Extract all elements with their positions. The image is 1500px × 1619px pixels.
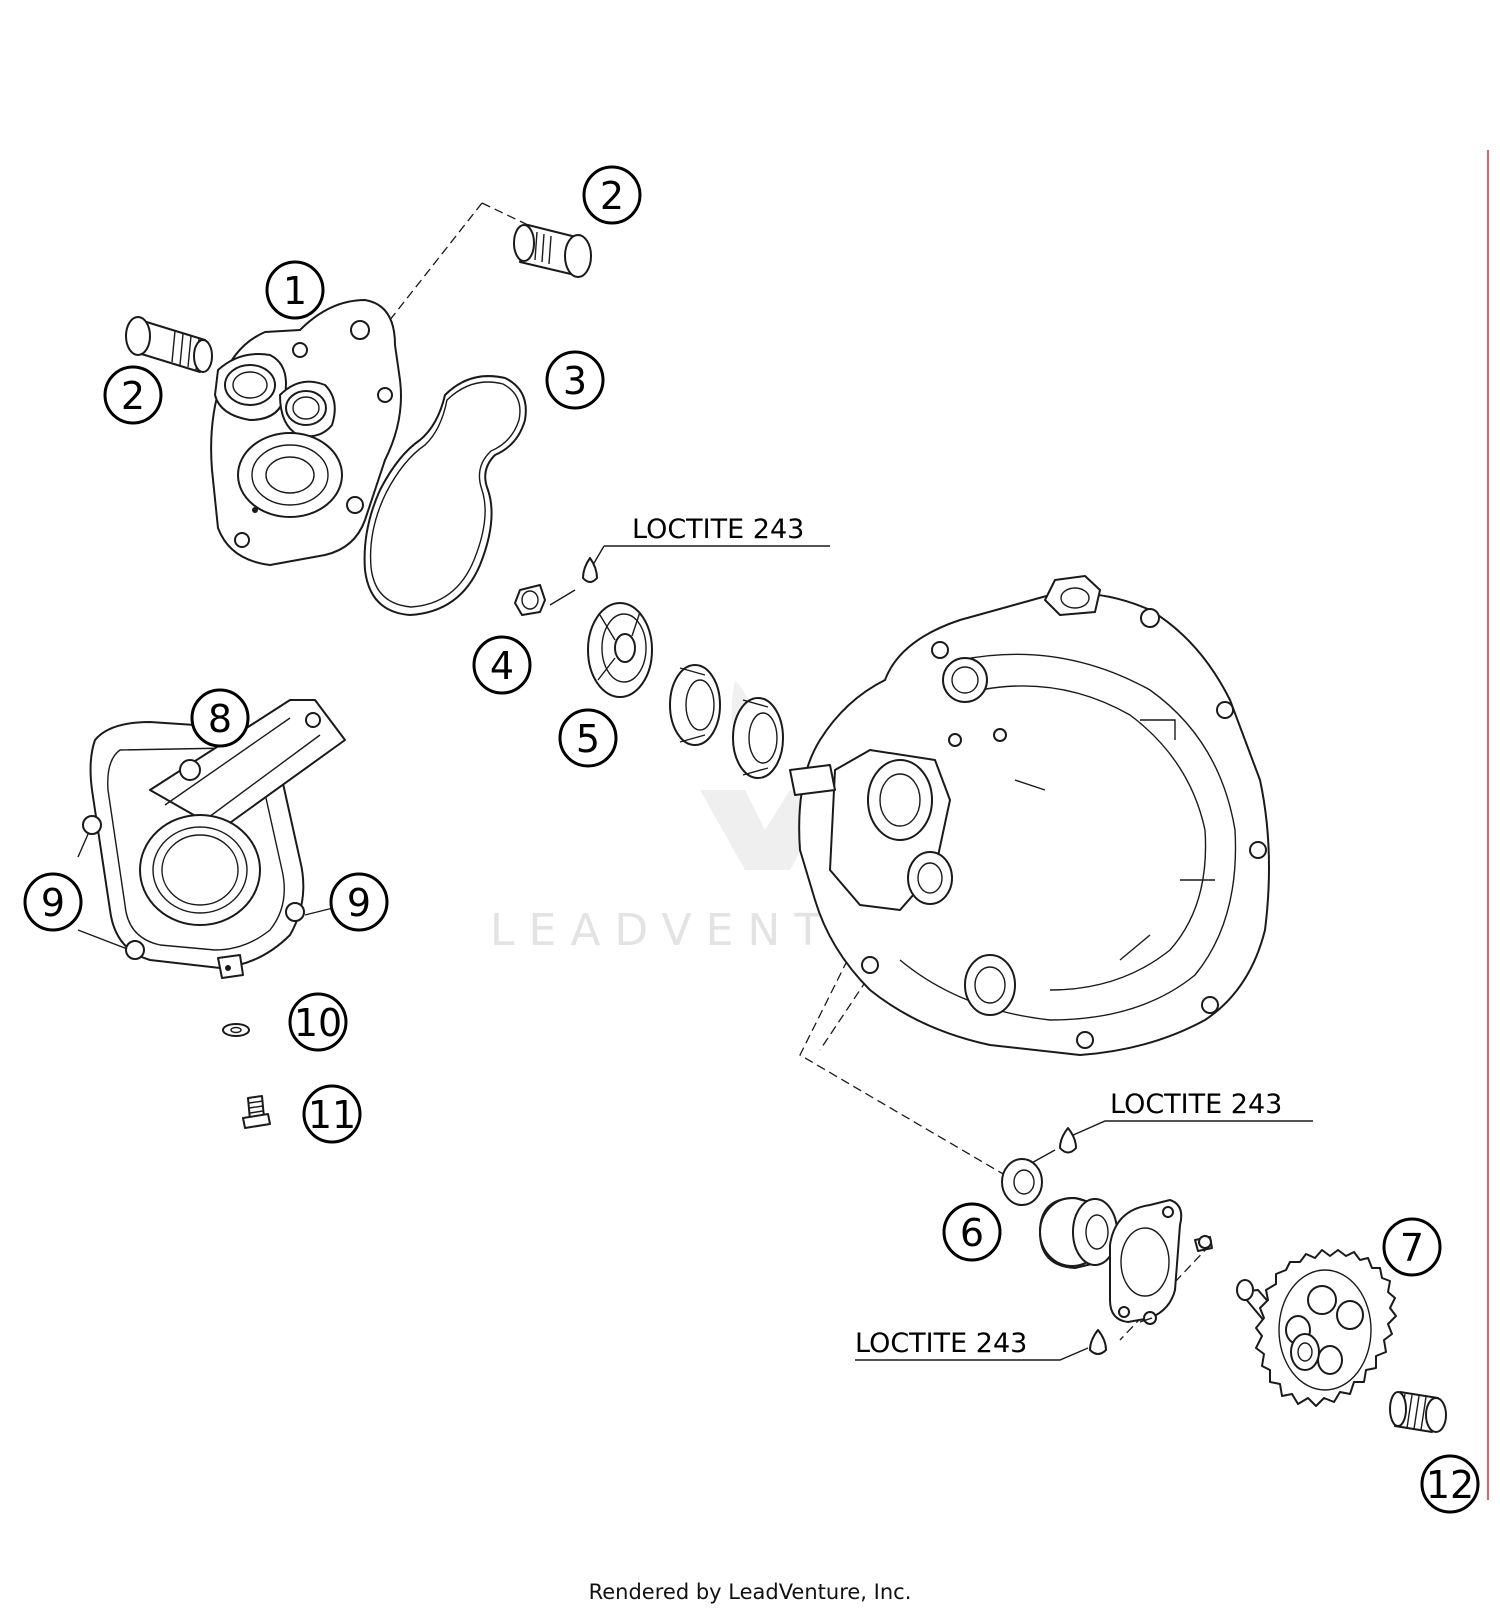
- callout-11-label: 11: [308, 1093, 356, 1137]
- callout-9-left: 9: [23, 872, 83, 932]
- callout-2-left-label: 2: [121, 374, 145, 418]
- callout-9-right-label: 9: [347, 881, 371, 925]
- callout-6-label: 6: [960, 1211, 984, 1255]
- bearing-cover-plate: [1109, 1199, 1183, 1323]
- washer: [222, 1023, 250, 1037]
- seal-ring: [1001, 1158, 1043, 1206]
- callout-12: 12: [1420, 1454, 1480, 1514]
- callout-6: 6: [942, 1202, 1002, 1262]
- impeller: [587, 602, 653, 698]
- loctite-drop-2: [1059, 1127, 1077, 1154]
- callout-9-right: 9: [329, 872, 389, 932]
- pump-drive-gear: [1236, 1249, 1397, 1407]
- render-credit: Rendered by LeadVenture, Inc.: [588, 1580, 912, 1604]
- callout-8: 8: [190, 688, 250, 748]
- fitting-left: [125, 316, 213, 373]
- loctite-note-1: LOCTITE 243: [632, 514, 804, 545]
- callout-4: 4: [472, 635, 532, 695]
- callout-12-label: 12: [1426, 1463, 1474, 1507]
- loctite-note-2: LOCTITE 243: [1110, 1089, 1282, 1120]
- loctite-drop-3: [1089, 1329, 1107, 1355]
- callout-9-left-label: 9: [41, 881, 65, 925]
- fitting-upper: [513, 224, 592, 278]
- callout-11: 11: [302, 1084, 362, 1144]
- loctite-note-3: LOCTITE 243: [855, 1328, 1027, 1359]
- callout-7-label: 7: [1400, 1226, 1424, 1270]
- callout-1-label: 1: [283, 269, 307, 313]
- drain-screw: [242, 1095, 271, 1129]
- callout-10-label: 10: [294, 1001, 342, 1045]
- callout-7: 7: [1382, 1217, 1442, 1277]
- pump-cover-housing: [210, 299, 402, 566]
- callout-5-label: 5: [576, 717, 600, 761]
- water-pump-cover: [82, 699, 346, 979]
- callout-2-upper-label: 2: [600, 174, 624, 218]
- cover-screw-a: [1194, 1235, 1213, 1252]
- cover-screw-b: [1139, 1311, 1157, 1325]
- shaft-seal-b: [732, 697, 784, 779]
- callout-2-left: 2: [103, 365, 163, 425]
- callout-5: 5: [558, 708, 618, 768]
- ball-bearing: [1039, 1197, 1118, 1269]
- callout-2-upper: 2: [582, 165, 642, 225]
- callout-8-label: 8: [208, 697, 232, 741]
- callout-3: 3: [545, 350, 605, 410]
- needle-bearing: [1389, 1391, 1447, 1433]
- o-ring-gasket: [363, 375, 527, 616]
- callout-1: 1: [265, 260, 325, 320]
- callout-3-label: 3: [563, 359, 587, 403]
- clutch-cover: [789, 575, 1270, 1056]
- callout-10: 10: [288, 992, 348, 1052]
- shaft-seal-a: [669, 664, 721, 746]
- loctite-drop-1: [582, 557, 598, 583]
- impeller-nut: [514, 584, 546, 616]
- callout-4-label: 4: [490, 644, 514, 688]
